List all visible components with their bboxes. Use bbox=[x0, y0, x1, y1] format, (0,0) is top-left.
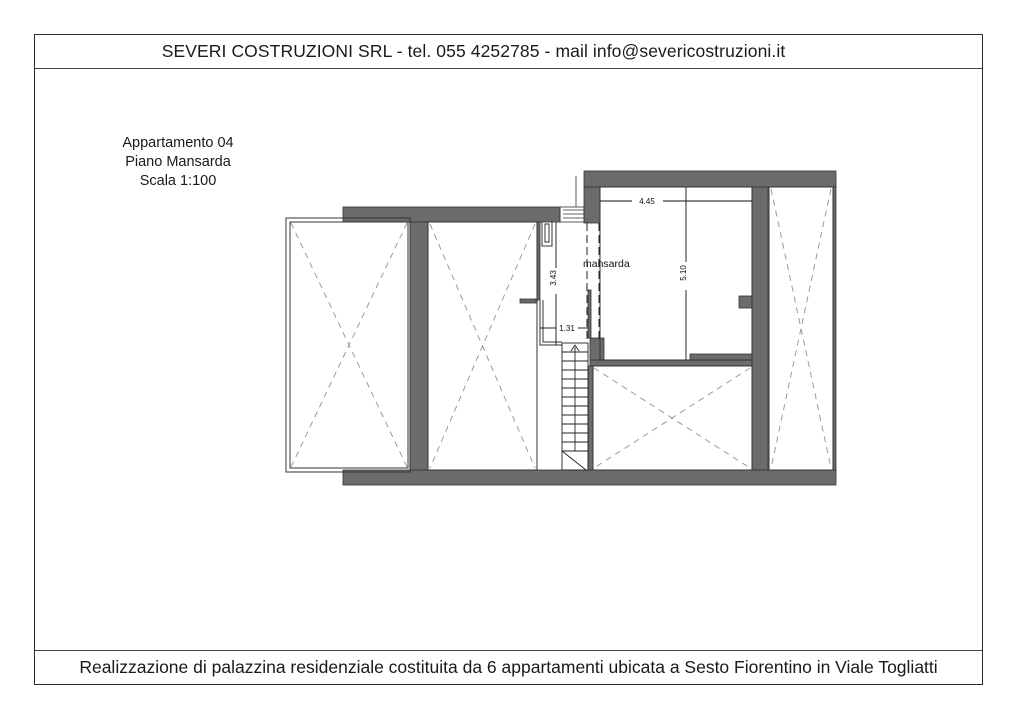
void-cross bbox=[593, 367, 751, 469]
slope-lines bbox=[586, 223, 600, 340]
stair-outline bbox=[561, 342, 589, 471]
dimension-depth-corridor: 3.43 bbox=[549, 270, 558, 286]
company-contact-line: SEVERI COSTRUZIONI SRL - tel. 055 425278… bbox=[161, 41, 786, 61]
stair-arrow-icon bbox=[570, 344, 580, 352]
wall-divider-left bbox=[409, 221, 429, 471]
mansarda-room bbox=[599, 186, 753, 361]
void-areas bbox=[290, 188, 832, 469]
void-cross bbox=[429, 223, 536, 469]
threshold bbox=[559, 176, 585, 223]
apartment-label: Appartamento 04 bbox=[122, 135, 234, 151]
void-cross bbox=[290, 222, 408, 468]
floor-label: Piano Mansarda bbox=[125, 154, 231, 170]
dimension-depth-main: 5.10 bbox=[679, 265, 688, 281]
staircase bbox=[561, 342, 589, 471]
dimension-width-main: 4.45 bbox=[639, 197, 655, 206]
wall-top-right bbox=[583, 170, 837, 188]
wall-top-left bbox=[342, 206, 561, 223]
wall-stub bbox=[519, 298, 537, 304]
room-label: mansarda bbox=[583, 258, 630, 270]
project-description: Realizzazione di palazzina residenziale … bbox=[79, 657, 938, 677]
walls bbox=[342, 170, 837, 486]
void-cross bbox=[770, 188, 832, 469]
wall-room-bottom-step bbox=[689, 353, 753, 361]
wall-pier bbox=[738, 295, 753, 309]
wall-divider-right bbox=[751, 186, 769, 471]
void-outline-right bbox=[768, 186, 834, 471]
dimension-lines bbox=[540, 187, 752, 360]
title-block-footer: Realizzazione di palazzina residenziale … bbox=[35, 650, 982, 684]
void-outline-lower bbox=[592, 365, 753, 471]
wall-corridor-right bbox=[587, 289, 592, 339]
plan-caption: Appartamento 04 Piano Mansarda Scala 1:1… bbox=[100, 134, 256, 191]
balcony-left bbox=[285, 217, 411, 473]
wall-bottom bbox=[342, 469, 837, 486]
scale-label: Scala 1:100 bbox=[139, 173, 217, 189]
drawing-frame: SEVERI COSTRUZIONI SRL - tel. 055 425278… bbox=[34, 34, 983, 685]
wall-column bbox=[589, 337, 605, 361]
wall-room-bottom bbox=[589, 359, 753, 367]
void-outline-center bbox=[427, 221, 538, 471]
void-cross bbox=[770, 188, 832, 469]
wall-right-block-left bbox=[583, 186, 601, 224]
title-block-header: SEVERI COSTRUZIONI SRL - tel. 055 425278… bbox=[35, 35, 982, 69]
wall-stair-right bbox=[587, 365, 594, 471]
dimension-width-corridor: 1.31 bbox=[559, 324, 575, 333]
